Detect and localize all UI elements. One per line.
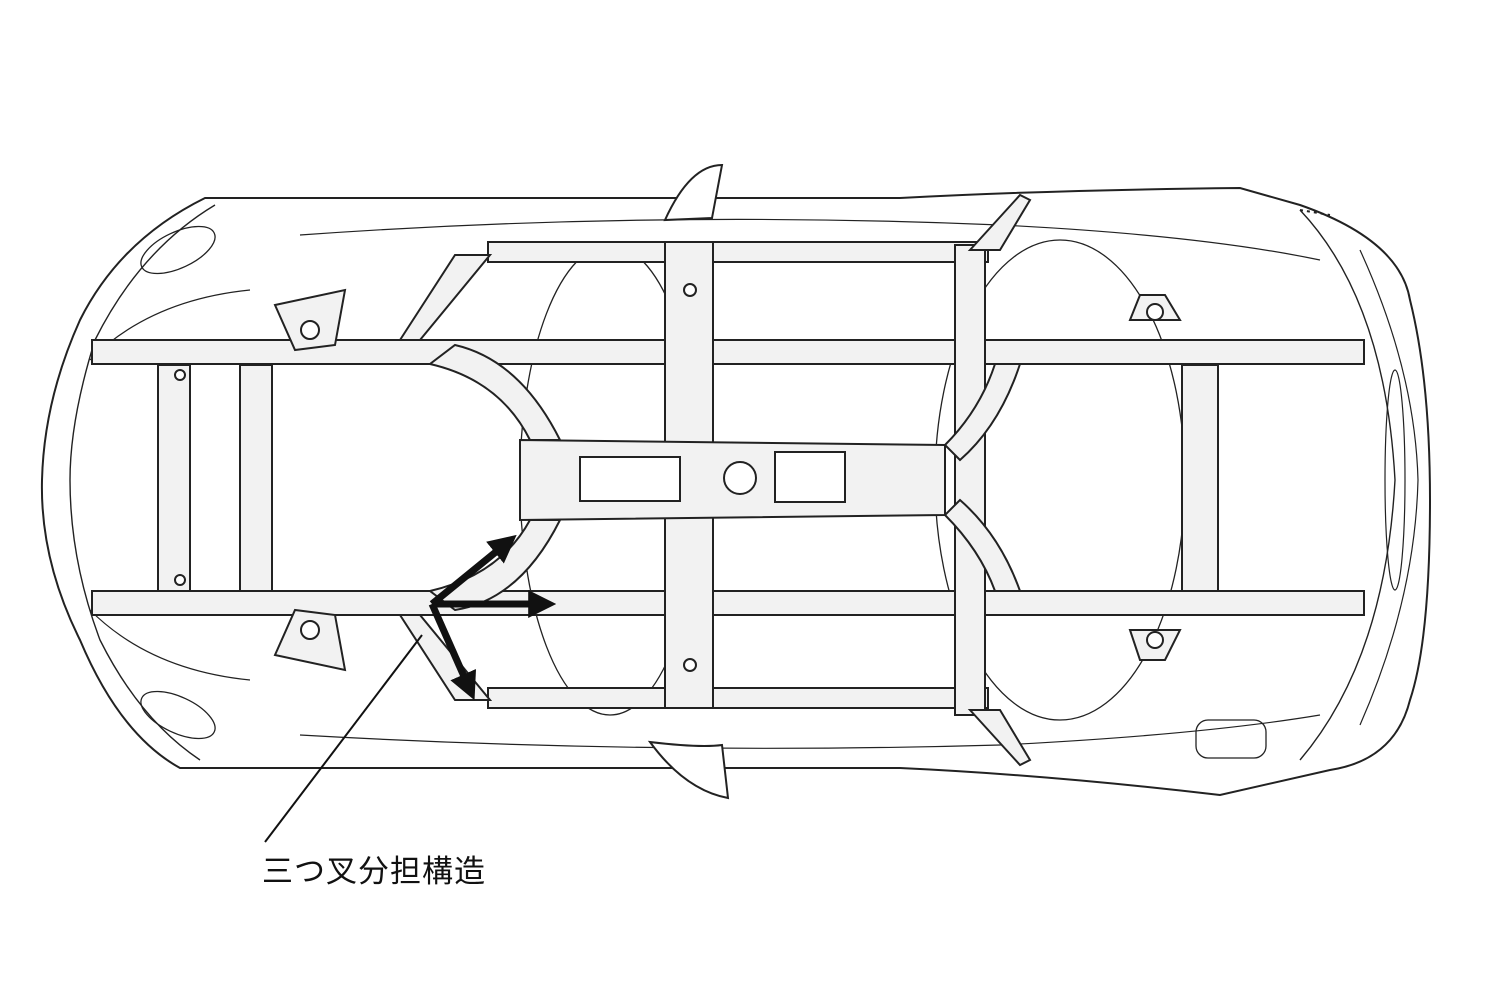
right-main-rail — [91, 590, 1365, 616]
left-main-rail — [91, 339, 1365, 365]
rear-crossmember-1 — [954, 244, 986, 716]
arrow-up — [429, 534, 517, 607]
load-path-arrows — [428, 534, 557, 701]
rear-crossmember-2 — [1181, 364, 1219, 592]
callout-leader-line — [264, 634, 423, 843]
rear-left-branch — [943, 363, 1022, 462]
rear-right-branch — [943, 498, 1022, 592]
right-sill-rail — [487, 687, 989, 709]
car-body-outline — [40, 163, 1432, 800]
arrow-down — [428, 602, 477, 701]
front-crossmember-1 — [157, 364, 191, 592]
left-sill-rail — [487, 241, 989, 263]
front-crossmember-2 — [239, 364, 273, 592]
callout-label: 三つ叉分担構造 — [262, 854, 486, 890]
front-left-y-branch — [398, 254, 493, 341]
chassis-frame — [91, 193, 1365, 767]
front-left-tunnel-branch — [427, 343, 562, 441]
